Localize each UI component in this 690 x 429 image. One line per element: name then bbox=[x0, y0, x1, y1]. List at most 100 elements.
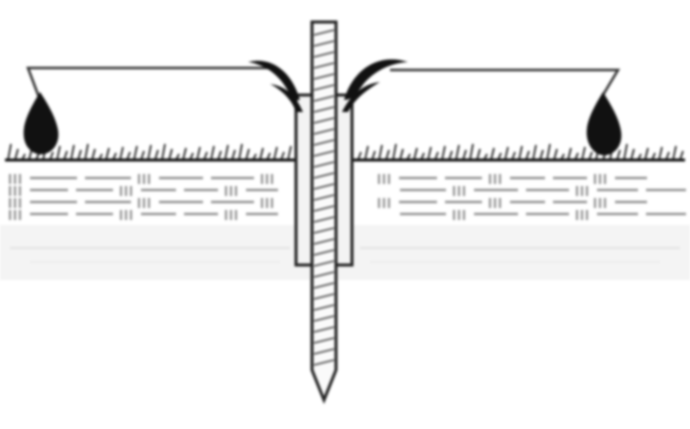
grass-blade bbox=[154, 149, 159, 161]
grass-blade bbox=[504, 146, 509, 161]
grass-blade bbox=[49, 151, 54, 161]
grass-blade bbox=[98, 153, 103, 161]
stake-thread bbox=[313, 106, 335, 113]
grass-blade bbox=[112, 152, 117, 161]
grass-blade bbox=[189, 152, 194, 161]
stake-thread bbox=[313, 139, 335, 146]
grass-blade bbox=[203, 151, 208, 161]
grass-blade bbox=[406, 153, 411, 161]
grass-blade bbox=[623, 143, 628, 161]
grass-blade bbox=[21, 153, 26, 161]
grass-blade bbox=[357, 151, 362, 161]
stake-thread bbox=[313, 348, 335, 355]
grass-blade bbox=[14, 148, 19, 161]
stake-thread bbox=[313, 183, 335, 190]
grass-blade bbox=[231, 149, 236, 161]
grass-blade bbox=[427, 146, 432, 161]
stake-thread bbox=[313, 260, 335, 267]
grass-blade bbox=[679, 150, 684, 161]
stake-thread bbox=[313, 337, 335, 344]
grass-blade bbox=[77, 149, 82, 161]
grass-blade bbox=[560, 153, 565, 161]
grass-blade bbox=[266, 152, 271, 161]
grass-blade bbox=[56, 145, 61, 161]
grass-blade bbox=[476, 148, 481, 161]
stake-thread bbox=[313, 73, 335, 80]
stake-thread bbox=[313, 359, 335, 366]
tie-lines bbox=[26, 66, 621, 101]
grass-blade bbox=[133, 145, 138, 161]
grass-blade bbox=[126, 151, 131, 161]
grass-blade bbox=[287, 145, 292, 161]
stake-thread bbox=[313, 326, 335, 333]
grass-blade bbox=[91, 148, 96, 161]
soil-layers bbox=[9, 174, 686, 220]
grass-blade bbox=[413, 147, 418, 161]
stake-thread bbox=[313, 293, 335, 300]
grass-blade bbox=[196, 146, 201, 161]
stake-thread bbox=[313, 304, 335, 311]
grass-blade bbox=[581, 146, 586, 161]
grass-blade bbox=[259, 147, 264, 161]
stake-thread bbox=[313, 216, 335, 223]
stake-thread bbox=[313, 62, 335, 69]
right-anchor-weight bbox=[586, 92, 622, 156]
grass-blade bbox=[588, 151, 593, 161]
grass-blade bbox=[168, 148, 173, 161]
left-leaf-lower bbox=[270, 84, 303, 112]
grass-blade bbox=[553, 148, 558, 161]
grass-blade bbox=[84, 143, 89, 161]
stake-thread bbox=[313, 51, 335, 58]
grass-blade bbox=[224, 144, 229, 161]
tree-stake bbox=[310, 20, 338, 405]
grass-blade bbox=[161, 143, 166, 161]
stake-thread bbox=[313, 227, 335, 234]
grass-blade bbox=[665, 151, 670, 161]
stake-thread bbox=[313, 150, 335, 157]
grass-blade bbox=[238, 143, 243, 161]
stake-thread bbox=[313, 249, 335, 256]
grass-blade bbox=[511, 151, 516, 161]
stake-thread bbox=[313, 95, 335, 102]
grass-blade bbox=[518, 145, 523, 161]
grass-blade bbox=[672, 145, 677, 161]
grass-blade bbox=[119, 146, 124, 161]
grass-blade bbox=[441, 145, 446, 161]
grass-blade bbox=[273, 146, 278, 161]
grass-blade bbox=[280, 151, 285, 161]
grass-blade bbox=[525, 150, 530, 161]
grass-blade bbox=[483, 153, 488, 161]
grass-blade bbox=[462, 149, 467, 161]
grass-blade bbox=[147, 144, 152, 161]
grass-blade bbox=[364, 145, 369, 161]
left-anchor-weight bbox=[23, 92, 59, 155]
tie-line-left bbox=[26, 66, 270, 101]
grass-blade bbox=[490, 147, 495, 161]
grass-blade bbox=[420, 152, 425, 161]
grass-blade bbox=[644, 147, 649, 161]
grass-blade bbox=[252, 153, 257, 161]
stake-thread bbox=[313, 117, 335, 124]
grass-blade bbox=[574, 152, 579, 161]
stake-thread bbox=[313, 271, 335, 278]
grass-blade bbox=[448, 150, 453, 161]
grass-blade bbox=[616, 149, 621, 161]
grass-blade bbox=[546, 143, 551, 161]
stake-thread bbox=[313, 238, 335, 245]
stake-thread bbox=[313, 282, 335, 289]
grass-blade bbox=[70, 144, 75, 161]
stake-thread bbox=[313, 29, 335, 36]
stake-thread bbox=[313, 315, 335, 322]
stake-thread bbox=[313, 40, 335, 47]
grass-blade bbox=[532, 144, 537, 161]
left-leaf bbox=[248, 60, 300, 100]
tie-line-right bbox=[390, 68, 621, 101]
stake-thread bbox=[313, 205, 335, 212]
right-leaf bbox=[344, 59, 408, 100]
grass-blade bbox=[210, 145, 215, 161]
grass-blade bbox=[455, 144, 460, 161]
grass-blade bbox=[63, 150, 68, 161]
grass-blade bbox=[245, 148, 250, 161]
grass-blade bbox=[385, 149, 390, 161]
